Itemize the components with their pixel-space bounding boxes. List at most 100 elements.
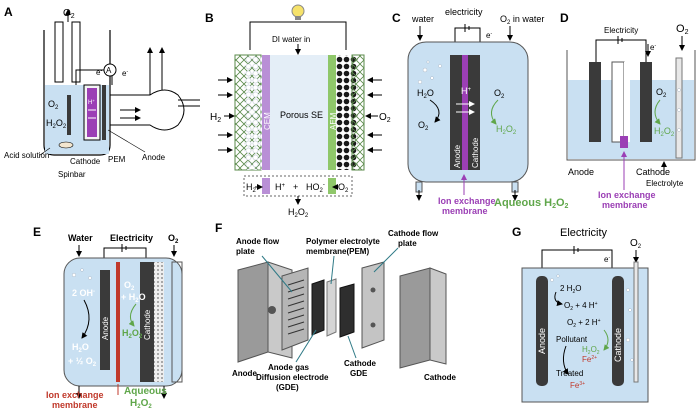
a-ammeter [103, 63, 117, 77]
e-cathode-arrow [128, 303, 137, 327]
f-pem-leader [330, 255, 335, 285]
f-cathode-plate-side [429, 267, 447, 365]
e-h2o2: H2O2 [122, 328, 143, 340]
g-cathode-bar [612, 276, 624, 386]
d-membrane-label2: membrane [602, 200, 648, 210]
c-h2o2: H2O2 [496, 124, 517, 136]
f-gde-label3: (GDE) [276, 383, 299, 392]
d-ushape-mid [624, 62, 630, 142]
b-circuit [249, 21, 347, 50]
f-cathode-flow-label1: Cathode flow [388, 229, 439, 238]
g-anode-arrow [554, 291, 563, 306]
b-porous-label: Porous SE [280, 110, 323, 120]
b-right-electrode [351, 54, 365, 171]
panel-g: G Electricity O2 e- Anode Cathode 2 H2O … [512, 225, 649, 403]
f-anode-flow-leader [261, 255, 293, 293]
a-pem-label: PEM [108, 155, 126, 164]
f-anode-port [268, 306, 276, 314]
f-anode-flow-label2: plate [236, 247, 255, 256]
panel-f-letter: F [215, 221, 222, 235]
b-eq-o2: O2 [338, 182, 349, 194]
c-cathode-label: Cathode [471, 137, 480, 168]
panel-a-letter: A [4, 5, 13, 19]
e-outer-frame [171, 261, 183, 383]
g-gas-tube [633, 261, 639, 383]
e-cathode-label: Cathode [143, 309, 152, 340]
c-o2-left: O2 [418, 120, 429, 132]
g-fe3: Fe3+ [570, 381, 585, 390]
d-ushape-left [611, 61, 625, 143]
c-hplus: H+ [461, 86, 472, 96]
panel-e: E Water Electricity O2 Anode Cathode 2 O… [33, 225, 183, 410]
d-anode-label: Anode [568, 167, 594, 177]
d-h2o2: H2O2 [654, 126, 675, 138]
c-bubbles [418, 60, 442, 84]
f-anode-label: Anode [232, 369, 257, 378]
d-cathode-bar [640, 62, 652, 142]
c-h2o: H2O [417, 88, 434, 100]
g-cathode-label: Cathode [613, 328, 623, 362]
d-membrane [620, 136, 628, 148]
f-pem-label1: Polymer electrolyte [306, 237, 380, 246]
e-water: Water [68, 233, 93, 243]
g-cathode-arrow [603, 329, 610, 351]
f-cathode-port2 [370, 322, 376, 328]
c-membrane-label1: Ion exchange [438, 196, 496, 206]
panel-d-letter: D [560, 11, 569, 25]
b-eq-hplus: H+ [275, 182, 286, 192]
b-aem [328, 55, 336, 170]
g-o2-2h: O2 + 2 H+ [567, 318, 601, 329]
f-cathode-port1 [370, 287, 376, 293]
b-bulb-base [295, 16, 301, 20]
b-cem [262, 55, 270, 170]
b-o2: O2 [379, 112, 391, 124]
f-cgde-leader [347, 335, 357, 359]
panel-d: D Electricity e- O2 Anode Cathode O2 H2O… [560, 11, 696, 210]
a-spinbar-label: Spinbar [58, 170, 86, 179]
e-membrane-label2: membrane [52, 400, 98, 410]
e-cathode-bar [140, 262, 154, 382]
g-bubbles [550, 274, 634, 362]
b-eq-ho2: HO2- [306, 182, 325, 194]
c-o2-water: O2 in water [500, 14, 544, 26]
panel-e-letter: E [33, 225, 41, 239]
a-electron: e- [96, 68, 102, 77]
f-cathode-plate-front [399, 267, 431, 369]
d-bubbles [677, 88, 681, 132]
e-aqueous1: Aqueous [124, 386, 167, 397]
g-h2o: 2 H2O [560, 284, 581, 295]
d-o2-arrow2 [654, 99, 661, 125]
panel-f: F Anode flow plate Polymer electrolyte m… [215, 221, 457, 392]
d-circuit [595, 39, 647, 62]
d-o2: O2 [676, 23, 689, 36]
f-gde-leader [295, 329, 317, 363]
e-h2o-a: + H2O [121, 292, 146, 304]
a-circuit [75, 69, 113, 85]
e-cell [63, 257, 183, 387]
g-h2o2: H2O2 [582, 345, 600, 356]
f-cgde-label1: Cathode [344, 359, 377, 368]
e-aqueous2: H2O2 [130, 398, 152, 410]
c-electron: e- [486, 31, 492, 40]
g-pollutant: Pollutant [556, 335, 588, 344]
c-o2-arrow-right [490, 99, 499, 125]
g-electron: e- [604, 255, 610, 264]
a-vessel [43, 30, 111, 156]
c-anode-label: Anode [453, 144, 462, 168]
e-oh: 2 OH- [72, 288, 95, 298]
b-aem-label: AEM [329, 112, 338, 130]
a-tube-left [54, 21, 64, 83]
b-left-catalyst [244, 55, 262, 170]
a-anode-rod [102, 85, 106, 140]
f-cgde-label2: GDE [350, 369, 368, 378]
c-water: water [411, 14, 434, 24]
a-acid-label: Acid solution [4, 151, 49, 160]
g-electricity: Electricity [560, 227, 608, 239]
a-pem-membrane [87, 88, 97, 137]
e-h2o-b: H2O [72, 342, 89, 354]
b-eq-aem [328, 178, 336, 194]
a-cathode-label: Cathode [70, 157, 101, 166]
a-anode-leader [107, 129, 146, 153]
d-liquid [568, 80, 694, 159]
c-membrane-label2: membrane [442, 206, 488, 216]
